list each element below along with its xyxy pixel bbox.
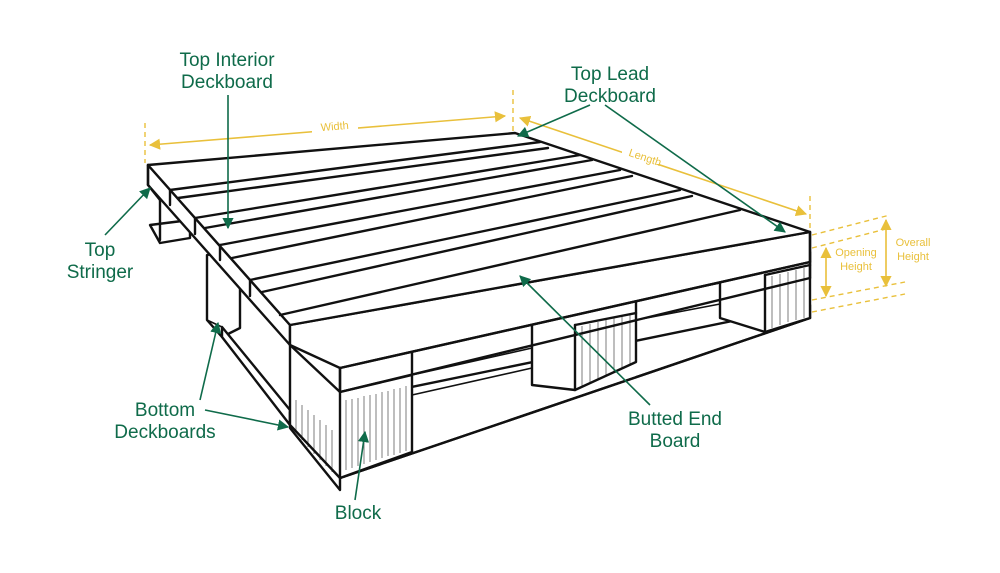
opening-height-label-line1: Opening: [835, 247, 877, 259]
top-deck: [146, 131, 812, 394]
width-dimension-label: Width: [320, 120, 349, 134]
top-interior-deckboard-label-line2: Deckboard: [181, 72, 273, 93]
bottom-deckboards-label-line1: Bottom: [135, 400, 195, 421]
top-interior-deckboard-label-line1: Top Interior: [179, 50, 275, 71]
opening-height-label-line2: Height: [840, 261, 872, 273]
overall-height-label-line1: Overall: [896, 237, 931, 249]
bottom-deckboards-label-line2: Deckboards: [114, 422, 215, 443]
top-lead-deckboard-label-line2: Deckboard: [564, 86, 656, 107]
leader-arrows: [104, 95, 786, 501]
top-stringer-label-line2: Stringer: [67, 262, 134, 283]
overall-height-label-line2: Height: [897, 251, 929, 263]
top-stringer-label-line1: Top: [85, 240, 116, 261]
block-label: Block: [335, 503, 382, 524]
butted-end-board-label-line2: Board: [650, 431, 701, 452]
top-lead-deckboard-label-line1: Top Lead: [571, 64, 649, 85]
butted-end-board-label-line1: Butted End: [628, 409, 722, 430]
